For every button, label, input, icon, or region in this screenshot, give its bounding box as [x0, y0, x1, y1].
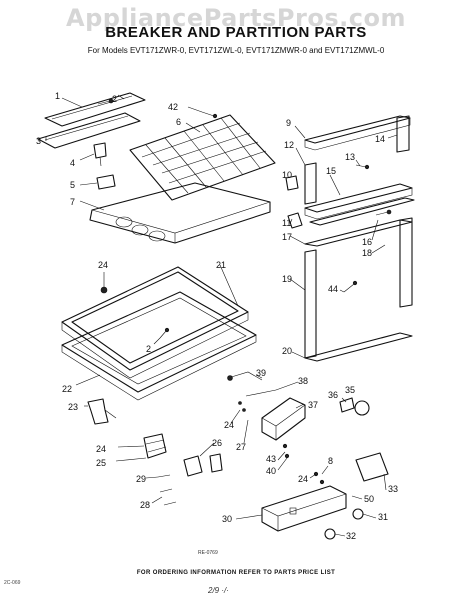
callout-33: 33 [388, 484, 398, 494]
callout-5: 5 [70, 180, 75, 190]
callout-40: 40 [266, 466, 276, 476]
callout-10: 10 [282, 170, 292, 180]
callout-24-d: 24 [298, 474, 308, 484]
model-list: For Models EVT171ZWR-0, EVT171ZWL-0, EVT… [87, 46, 385, 55]
ordering-note: FOR ORDERING INFORMATION REFER TO PARTS … [136, 570, 336, 576]
callout-numbers: 1 2 3 4 5 7 42 6 24 21 2 22 23 9 12 13 1… [36, 91, 398, 541]
drawing-number: RE-0769 [198, 550, 218, 556]
callout-22: 22 [62, 384, 72, 394]
callout-21: 21 [216, 260, 226, 270]
part-control-panel-30 [261, 485, 347, 532]
page-title: BREAKER AND PARTITION PARTS [105, 24, 367, 41]
part-switch-26 [183, 455, 203, 477]
part-bulb-35 [354, 400, 370, 416]
page-number: 2/9 ·/· [208, 586, 229, 595]
callout-2-lower: 2 [146, 344, 151, 354]
part-frame-lower-right [304, 217, 413, 362]
part-knob-31 [352, 508, 364, 520]
part-partition-rail [304, 183, 415, 226]
callout-44: 44 [328, 284, 338, 294]
callout-26: 26 [212, 438, 222, 448]
part-screw-16 [375, 209, 392, 216]
callout-3: 3 [36, 136, 41, 146]
callout-1: 1 [55, 91, 60, 101]
callout-37: 37 [308, 400, 318, 410]
part-knob-32 [324, 528, 336, 540]
callout-18: 18 [362, 248, 372, 258]
part-hinge-11 [287, 212, 303, 229]
callout-30: 30 [222, 514, 232, 524]
callout-42: 42 [168, 102, 178, 112]
callout-39: 39 [256, 368, 266, 378]
part-wire-38 [245, 389, 277, 397]
part-clip-23 [87, 398, 117, 425]
callout-36: 36 [328, 390, 338, 400]
part-breaker-strip-top [44, 92, 146, 127]
callout-6: 6 [176, 117, 181, 127]
callout-24: 24 [98, 260, 108, 270]
part-light-socket-36 [339, 397, 355, 413]
callout-32: 32 [346, 531, 356, 541]
part-frame-lower [61, 291, 257, 401]
callout-24-b: 24 [224, 420, 234, 430]
callout-11: 11 [282, 218, 291, 228]
callout-16: 16 [362, 237, 372, 247]
part-side-rail-14 [396, 115, 410, 153]
part-side-rail-12 [304, 162, 317, 205]
callout-29: 29 [136, 474, 146, 484]
part-partition-grid [129, 114, 276, 201]
part-knob-27 [209, 453, 223, 473]
part-control-housing-37 [261, 397, 306, 441]
callout-23: 23 [68, 402, 78, 412]
part-bracket-4 [93, 142, 107, 167]
callout-35: 35 [345, 385, 355, 395]
part-thermostat-25 [143, 433, 167, 459]
part-screws-24b [238, 401, 246, 412]
callout-15: 15 [326, 166, 336, 176]
part-clip-10 [285, 175, 299, 191]
callout-38: 38 [298, 376, 308, 386]
part-wire-39 [227, 371, 263, 381]
callout-4: 4 [70, 158, 75, 168]
callout-2: 2 [112, 94, 117, 104]
part-screw-24a [100, 286, 108, 294]
part-screw-42 [201, 111, 218, 119]
watermark: AppliancePartsPros.com [66, 4, 406, 32]
callout-14: 14 [375, 134, 385, 144]
callout-8: 8 [328, 456, 333, 466]
part-clip-13 [355, 164, 370, 170]
callout-12: 12 [284, 140, 294, 150]
part-screws-43 [282, 443, 290, 459]
callout-27: 27 [236, 442, 246, 452]
callout-7: 7 [70, 197, 75, 207]
callout-25: 25 [96, 458, 106, 468]
callout-19: 19 [282, 274, 292, 284]
part-screw-small [97, 98, 114, 105]
callout-20: 20 [282, 346, 292, 356]
callout-17: 17 [282, 232, 292, 242]
callout-24-c: 24 [96, 444, 106, 454]
part-breaker-strip-bottom [37, 112, 141, 149]
callout-43: 43 [266, 454, 276, 464]
part-cover-33 [355, 452, 389, 482]
part-clips-29-28 [157, 474, 177, 506]
part-screw-44 [343, 280, 358, 293]
corner-code: 2C-069 [4, 580, 21, 586]
part-partition-base [89, 182, 271, 244]
callout-9: 9 [286, 118, 291, 128]
leader-lines [45, 94, 398, 537]
part-frame-upper [61, 266, 249, 379]
callout-13: 13 [345, 152, 355, 162]
callout-50: 50 [364, 494, 374, 504]
part-mullion-top [304, 115, 411, 151]
callout-31: 31 [378, 512, 388, 522]
part-clip-5 [96, 174, 116, 190]
callout-28: 28 [140, 500, 150, 510]
part-screw-2b [159, 327, 170, 339]
